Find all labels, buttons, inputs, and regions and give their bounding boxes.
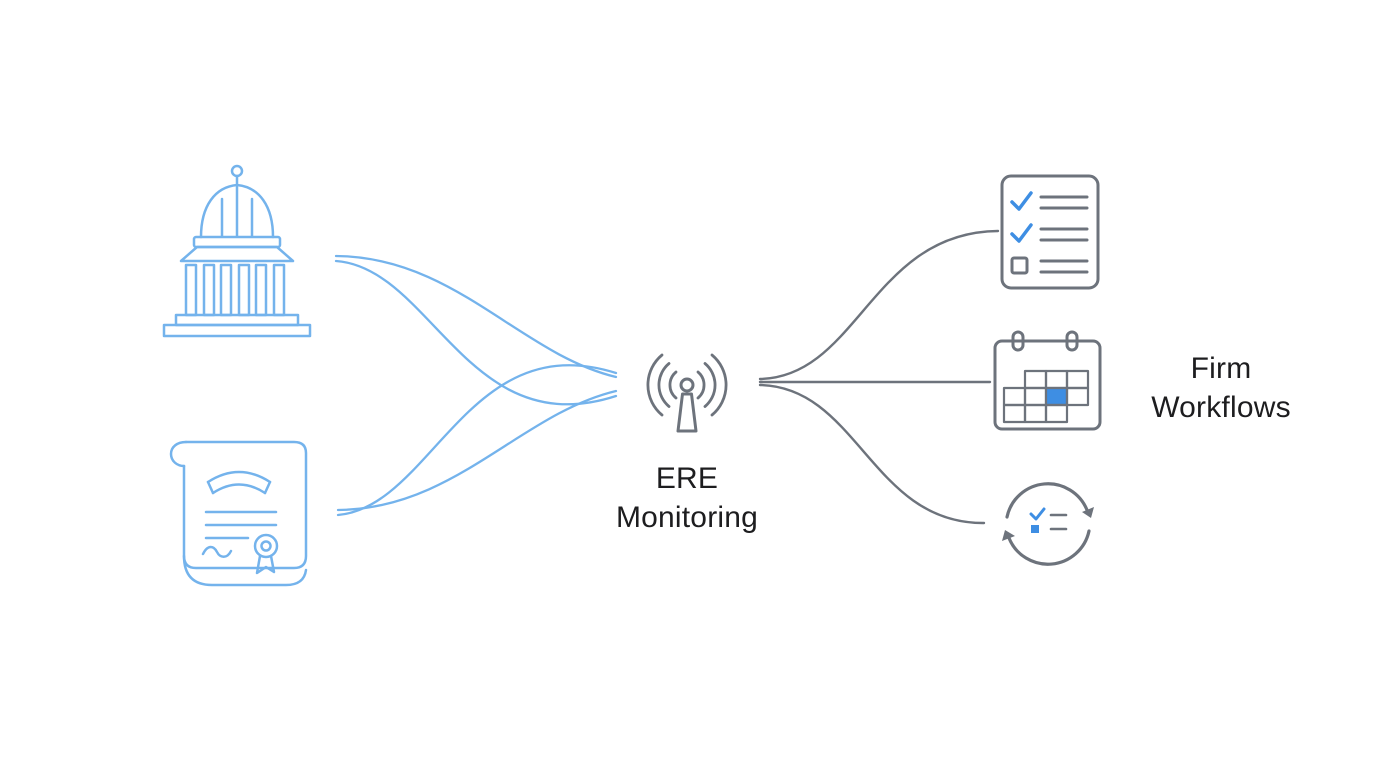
- calendar-highlighted-day: [1044, 386, 1069, 407]
- checklist-icon: [1000, 174, 1100, 290]
- capitol-building-icon: [162, 164, 312, 338]
- cycle-arrowhead-top: [1082, 507, 1094, 518]
- ere-monitoring-label-line-2: Monitoring: [615, 501, 759, 534]
- firm-workflows-label-line-2: Workflows: [1151, 391, 1291, 424]
- certificate-scroll-icon: [169, 440, 308, 587]
- sync-cycle-icon: [1002, 482, 1094, 566]
- connector-scroll-to-hub-2: [336, 364, 618, 517]
- broadcast-antenna-icon: [646, 353, 728, 433]
- firm-workflows-label: Firm Workflows: [1121, 349, 1321, 427]
- connector-hub-to-checklist: [758, 229, 1000, 381]
- calendar-icon: [993, 330, 1102, 431]
- source-connectors: [334, 254, 618, 517]
- ere-monitoring-label-line-1: ERE: [655, 462, 719, 495]
- firm-workflows-label-line-1: Firm: [1190, 352, 1252, 385]
- ere-monitoring-label: ERE Monitoring: [567, 459, 807, 537]
- cycle-arrowhead-bottom: [1002, 530, 1015, 541]
- connector-scroll-to-hub-1: [336, 389, 618, 512]
- connector-hub-to-cycle: [758, 383, 986, 525]
- connector-capitol-to-hub-2: [334, 259, 618, 406]
- connector-capitol-to-hub-1: [334, 254, 618, 379]
- output-connectors: [758, 229, 1000, 525]
